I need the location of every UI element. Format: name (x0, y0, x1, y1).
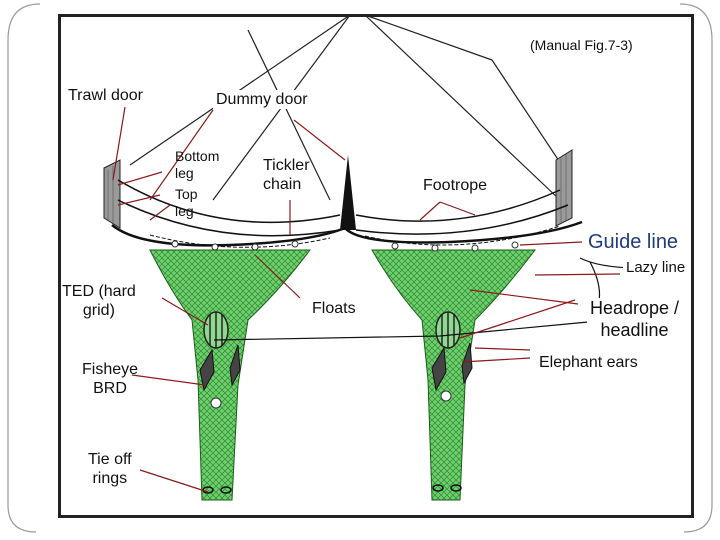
top-leg-label: Top leg (175, 186, 198, 219)
dummy-door-label: Dummy door (213, 90, 311, 110)
ted-right (435, 311, 461, 349)
elephant-ears (199, 342, 473, 392)
tie-off-rings (202, 484, 462, 494)
ted-label: TED (hard grid) (62, 283, 136, 320)
trawl-door-label: Trawl door (65, 86, 146, 106)
footrope-label: Footrope (423, 177, 488, 194)
headrope-label: Headrope / headline (587, 298, 683, 342)
fisheye-brd-label: Fisheye BRD (82, 361, 139, 398)
tickler-chain-label: Tickler chain (263, 157, 310, 194)
tie-off-rings-label: Tie off rings (88, 451, 132, 488)
lazy-line-label: Lazy line (623, 259, 689, 277)
fisheye-brd (210, 390, 452, 409)
net-left (149, 249, 312, 501)
floats (171, 240, 519, 252)
towing-lines (129, 14, 566, 201)
dummy-door (340, 155, 356, 230)
net-right (371, 249, 537, 501)
ted-left (203, 311, 229, 349)
elephant-ears-label: Elephant ears (536, 353, 641, 373)
bottom-leg-label: Bottom leg (175, 148, 220, 181)
guide-line-label: Guide line (585, 230, 682, 254)
pointer-lines (112, 106, 621, 493)
trawl-door-left (103, 159, 121, 229)
floats-label: Floats (312, 300, 356, 317)
caption: (Manual Fig.7-3) (530, 37, 633, 53)
trawl-door-right (555, 149, 573, 227)
